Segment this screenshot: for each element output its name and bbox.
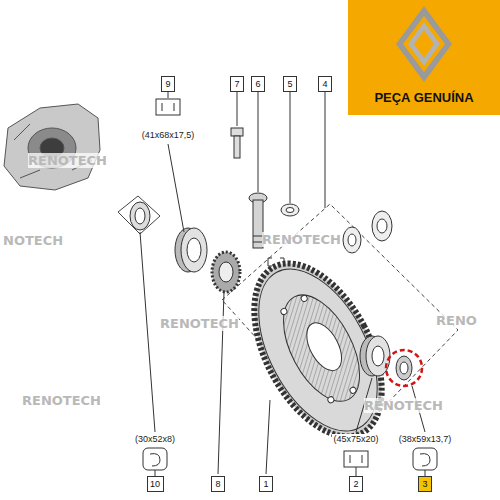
watermark: RENOTECH (364, 398, 443, 413)
watermark: RENOTECH (28, 153, 107, 168)
callout-number: 10 (150, 477, 160, 491)
callout-box: 1 (259, 476, 273, 492)
callout-box: 5 (283, 76, 297, 92)
callout-number: 5 (287, 77, 292, 91)
left-seal (118, 196, 160, 234)
right-seal (386, 350, 422, 386)
dimension-label: (45x75x20) (332, 434, 379, 444)
callout-box: 9 (161, 76, 175, 92)
banner-text: PEÇA GENUÍNA (374, 90, 473, 105)
callout-box: 10 (147, 476, 164, 492)
callout-box: 8 (211, 476, 225, 492)
leader-lines (140, 92, 425, 474)
dimension-label: (41x68x17,5) (141, 130, 196, 140)
callout-box: 2 (349, 476, 363, 492)
callout-number: 6 (255, 77, 260, 91)
right-bearing (360, 336, 390, 376)
watermark: NOTECH (3, 233, 63, 248)
callout-number: 9 (165, 77, 170, 91)
side-washers (343, 211, 392, 253)
callout-number: 7 (234, 77, 239, 91)
callout-box: 6 (251, 76, 265, 92)
part-symbols (143, 99, 437, 476)
watermark: RENOTECH (262, 232, 341, 247)
ring-gear (228, 243, 408, 458)
gearbox-housing (4, 104, 100, 190)
callout-box: 4 (318, 76, 332, 92)
dimension-label: (38x59x13,7) (398, 434, 453, 444)
pinion-gear (212, 252, 240, 292)
callout-box: 3 (418, 476, 432, 492)
callout-number: 3 (422, 477, 427, 491)
callout-number: 1 (263, 477, 268, 491)
callout-number: 4 (322, 77, 327, 91)
genuine-part-banner: PEÇA GENUÍNA (348, 0, 500, 115)
callout-box: 7 (230, 76, 244, 92)
watermark: RENO (436, 313, 477, 328)
watermark: RENOTECH (22, 393, 101, 408)
bolt (231, 128, 243, 158)
callout-number: 8 (215, 477, 220, 491)
washer (281, 204, 299, 216)
dimension-label: (30x52x8) (134, 434, 176, 444)
left-bearing (175, 228, 207, 272)
callout-number: 2 (353, 477, 358, 491)
watermark: RENOTECH (160, 316, 239, 331)
